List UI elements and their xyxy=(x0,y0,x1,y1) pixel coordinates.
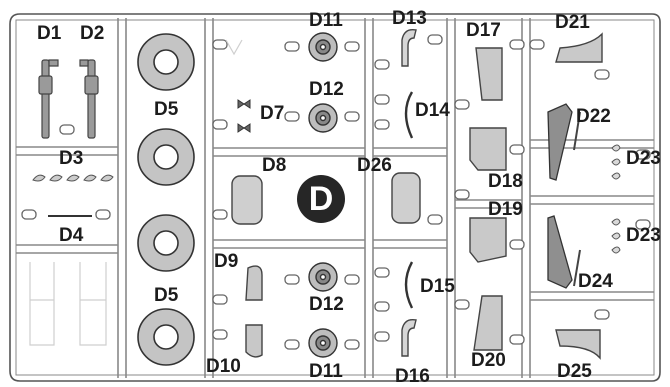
part-d19 xyxy=(469,217,507,263)
part-label-d17: D17 xyxy=(466,20,501,41)
part-label-d14: D14 xyxy=(415,100,450,121)
part-label-d11: D11 xyxy=(309,10,343,31)
part-d18 xyxy=(469,127,507,171)
outer-runner xyxy=(9,13,661,382)
part-label-d11: D11 xyxy=(309,361,343,382)
part-label-d5: D5 xyxy=(154,285,179,306)
part-wheel-hubs xyxy=(308,32,338,358)
part-label-d19: D19 xyxy=(488,199,523,220)
part-d22 xyxy=(547,103,573,181)
part-label-d12: D12 xyxy=(309,294,344,315)
part-d25 xyxy=(555,329,601,360)
part-label-d12: D12 xyxy=(309,79,344,100)
part-label-d1: D1 xyxy=(37,23,62,44)
part-d3-row xyxy=(32,174,114,182)
part-d24 xyxy=(547,215,573,289)
ghost-parts xyxy=(29,39,243,346)
part-d14 xyxy=(404,91,414,139)
part-label-d9: D9 xyxy=(214,251,239,272)
part-d10 xyxy=(245,324,263,358)
part-label-d10: D10 xyxy=(206,356,241,377)
part-d9 xyxy=(245,265,263,301)
part-d20 xyxy=(473,295,503,351)
part-d7 xyxy=(237,99,251,133)
part-d21 xyxy=(555,32,603,63)
part-label-d25: D25 xyxy=(557,361,592,382)
part-label-d3: D3 xyxy=(59,148,84,169)
part-d1-d2-struts xyxy=(38,59,99,139)
part-label-d21: D21 xyxy=(555,12,590,33)
part-label-d20: D20 xyxy=(471,350,506,371)
part-label-d15: D15 xyxy=(420,276,455,297)
part-label-d8: D8 xyxy=(262,155,287,176)
part-label-d4: D4 xyxy=(59,225,84,246)
part-label-d22: D22 xyxy=(576,106,611,127)
part-label-d16: D16 xyxy=(395,366,430,387)
part-label-d26: D26 xyxy=(357,155,392,176)
part-label-d23: D23 xyxy=(626,148,661,169)
part-label-d13: D13 xyxy=(392,8,427,29)
part-label-d5: D5 xyxy=(154,99,179,120)
part-d13 xyxy=(401,29,417,67)
part-d16 xyxy=(401,319,417,357)
part-d26 xyxy=(391,172,421,224)
sprue-letter-badge: D xyxy=(297,175,345,223)
part-d8 xyxy=(231,175,263,225)
part-label-d7: D7 xyxy=(260,103,285,124)
part-label-d18: D18 xyxy=(488,171,523,192)
part-label-d2: D2 xyxy=(80,23,105,44)
part-label-d24: D24 xyxy=(578,271,613,292)
part-label-d23: D23 xyxy=(626,225,661,246)
part-d5-tires xyxy=(137,33,195,366)
part-d15 xyxy=(404,261,414,309)
part-d17 xyxy=(475,47,503,101)
